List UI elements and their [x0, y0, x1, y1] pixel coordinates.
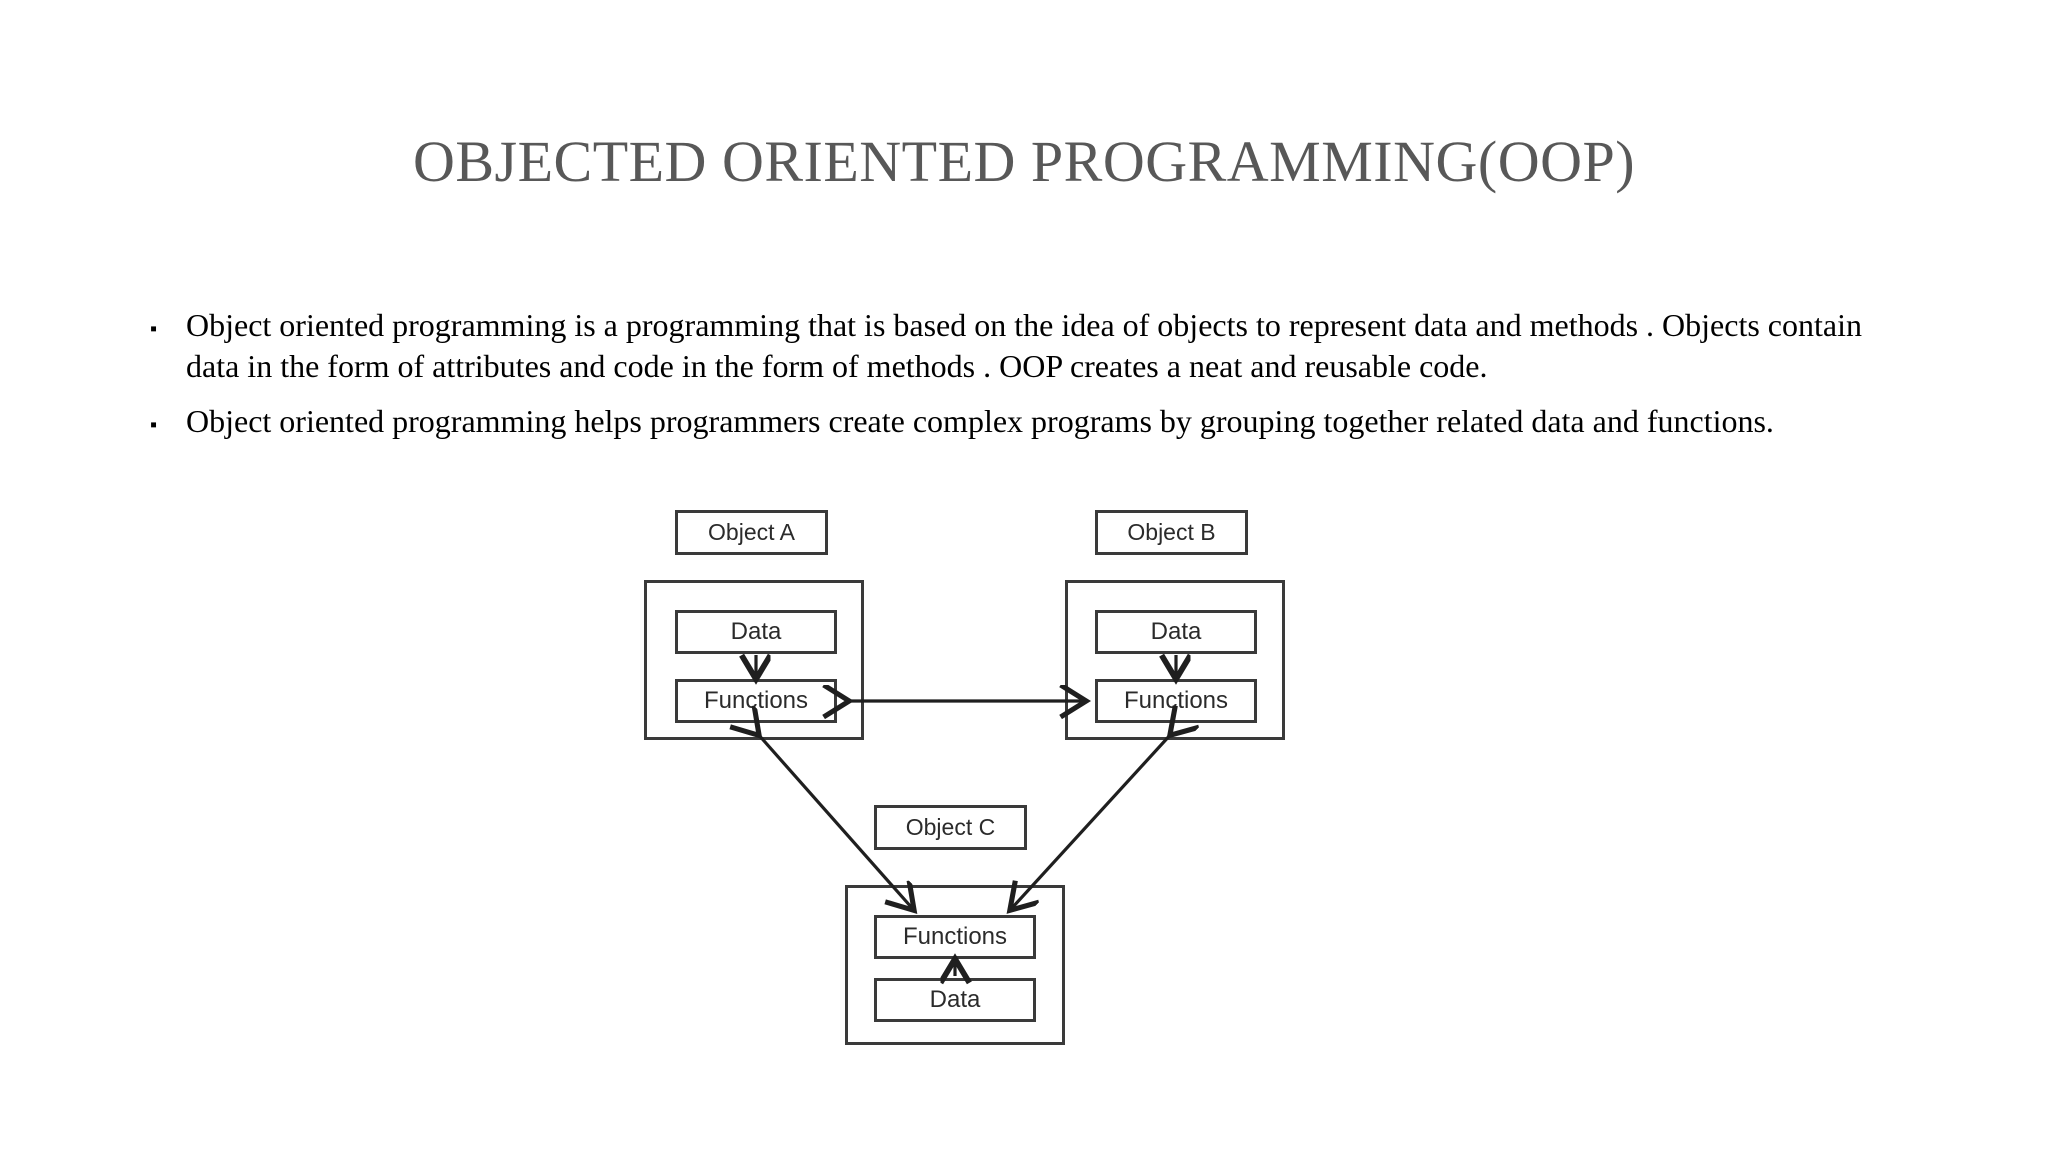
- object-a-label[interactable]: Object A: [675, 510, 828, 555]
- object-c-functions-box[interactable]: Functions: [874, 915, 1036, 959]
- object-b-functions-box[interactable]: Functions: [1095, 679, 1257, 723]
- list-item: ▪ Object oriented programming is a progr…: [150, 305, 1910, 387]
- bullet-marker-icon: ▪: [150, 413, 158, 436]
- object-a-data-box[interactable]: Data: [675, 610, 837, 654]
- object-c-data-box[interactable]: Data: [874, 978, 1036, 1022]
- bullet-text: Object oriented programming helps progra…: [186, 402, 1774, 439]
- object-b-data-box[interactable]: Data: [1095, 610, 1257, 654]
- object-b-label[interactable]: Object B: [1095, 510, 1248, 555]
- object-c-label[interactable]: Object C: [874, 805, 1027, 850]
- page-title: OBJECTED ORIENTED PROGRAMMING(OOP): [412, 129, 1636, 194]
- object-a-functions-box[interactable]: Functions: [675, 679, 837, 723]
- bullet-list: ▪ Object oriented programming is a progr…: [150, 305, 1910, 456]
- bullet-text: Object oriented programming is a program…: [186, 307, 1862, 384]
- bullet-marker-icon: ▪: [150, 318, 158, 340]
- list-item: ▪ Object oriented programming helps prog…: [150, 401, 1910, 442]
- connection-b-c: [1012, 733, 1172, 908]
